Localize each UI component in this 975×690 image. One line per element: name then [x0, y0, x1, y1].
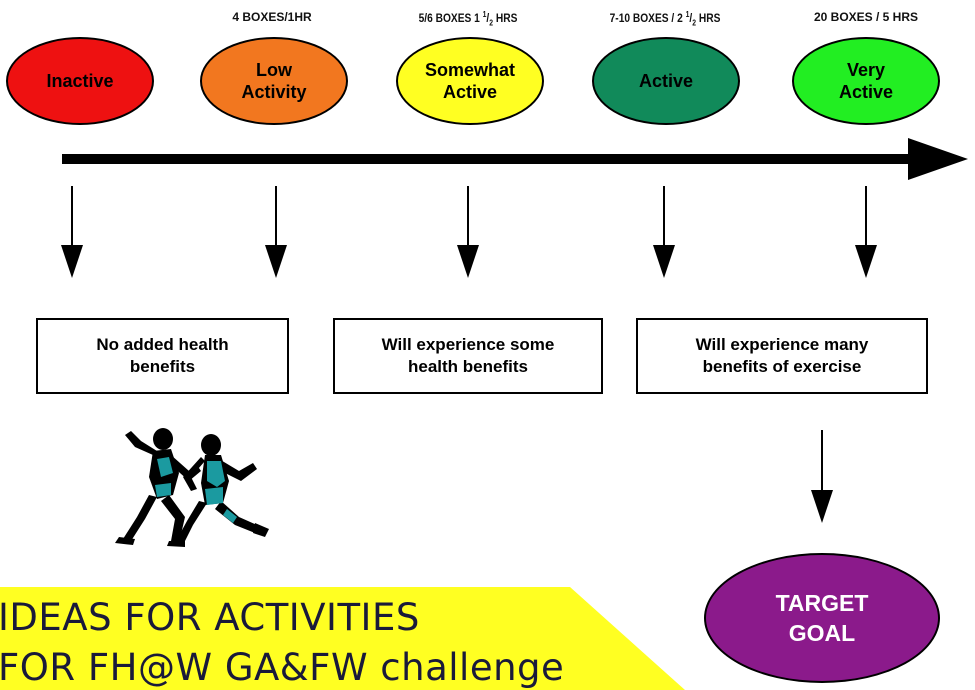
duration-label-low-activity: 4 BOXES/1HR	[232, 10, 312, 24]
outcome-box-no-benefits: No added health benefits	[36, 318, 289, 394]
level-label: Very Active	[838, 60, 894, 102]
level-label: Low Activity	[241, 60, 307, 102]
ideas-banner	[0, 587, 685, 690]
down-arrow-target	[811, 430, 833, 523]
duration-unit: HRS	[696, 11, 721, 25]
down-arrow-very-active	[855, 186, 877, 278]
fraction-denominator: 2	[692, 18, 697, 28]
down-arrow-low-activity	[265, 186, 287, 278]
down-arrow-inactive	[61, 186, 83, 278]
duration-unit: HRS	[493, 11, 518, 25]
fraction-numerator: 1	[482, 10, 487, 19]
ideas-title-line1: IDEAS FOR ACTIVITIES	[0, 596, 420, 639]
outcome-text: Will experience many benefits of exercis…	[695, 335, 869, 376]
level-label: Inactive	[46, 71, 114, 91]
duration-label-active: 7-10 BOXES / 2 1/2 HRS	[609, 10, 721, 28]
outcome-box-many-benefits: Will experience many benefits of exercis…	[636, 318, 928, 394]
fraction-numerator: 1	[685, 10, 690, 19]
down-arrow-somewhat-active	[457, 186, 479, 278]
level-label: Somewhat Active	[424, 60, 516, 102]
down-arrow-active	[653, 186, 675, 278]
level-oval-somewhat-active: Somewhat Active	[396, 37, 544, 125]
level-oval-very-active: Very Active	[792, 37, 940, 125]
level-oval-inactive: Inactive	[6, 37, 154, 125]
outcome-text: Will experience some health benefits	[381, 335, 555, 376]
duration-text: 7-10 BOXES / 2	[609, 11, 686, 25]
level-oval-low-activity: Low Activity	[200, 37, 348, 125]
ideas-title-line2: FOR FH@W GA&FW challenge	[0, 646, 565, 689]
target-goal-label: TARGET GOAL	[775, 590, 869, 646]
fraction-denominator: 2	[489, 18, 494, 28]
duration-text: 5/6 BOXES 1	[418, 11, 483, 25]
level-label: Active	[638, 71, 694, 91]
target-goal-oval: TARGET GOAL	[704, 553, 940, 683]
duration-label-somewhat-active: 5/6 BOXES 1 1/2 HRS	[418, 10, 518, 28]
duration-label-very-active: 20 BOXES / 5 HRS	[813, 10, 919, 24]
outcome-box-some-benefits: Will experience some health benefits	[333, 318, 603, 394]
level-oval-active: Active	[592, 37, 740, 125]
runners-illustration-icon	[115, 428, 269, 547]
timeline-arrow	[62, 138, 968, 180]
outcome-text: No added health benefits	[96, 335, 229, 376]
